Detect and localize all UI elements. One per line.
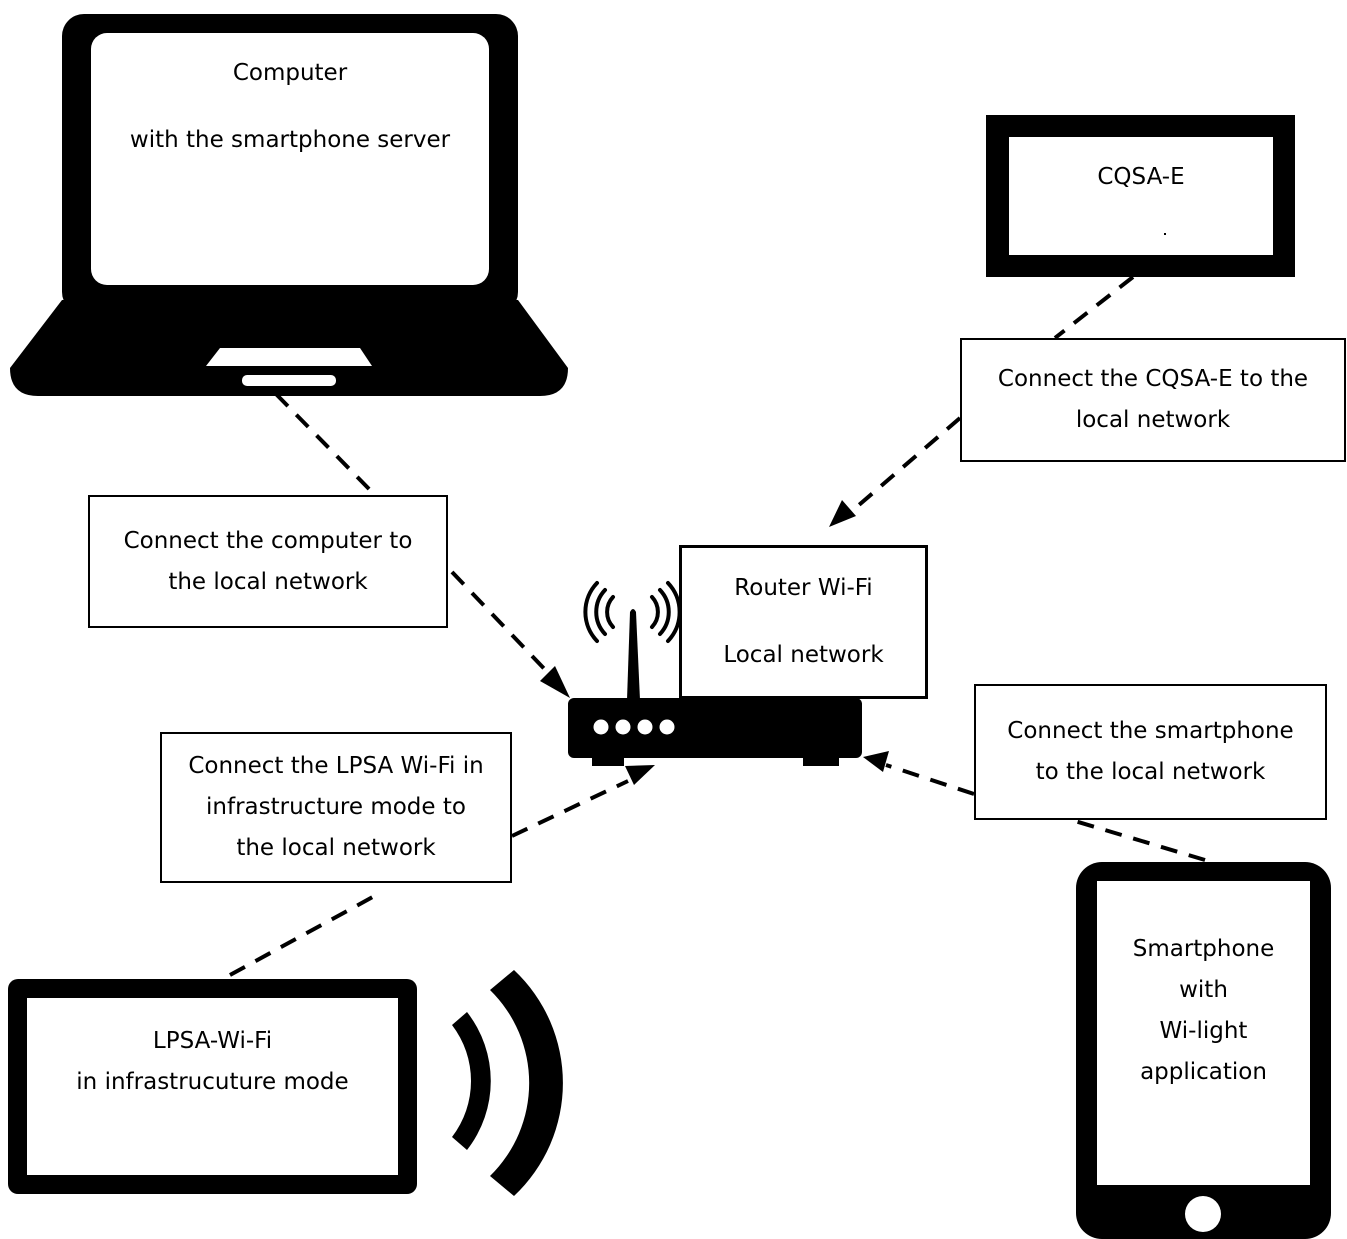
step-cqsa-line1: Connect the CQSA-E to the [997, 366, 1309, 392]
laptop-icon [10, 14, 568, 396]
lpsa-label-line1: LPSA-Wi-Fi [152, 1028, 273, 1054]
router-label-line2: Local network [723, 642, 884, 668]
connector-computer-router [450, 570, 555, 680]
step-smartphone-box: Connect the smartphone to the local netw… [974, 684, 1327, 820]
arrowhead-computer [540, 666, 570, 698]
step-cqsa-box: Connect the CQSA-E to the local network [960, 338, 1346, 462]
step-lpsa-line2: infrastructure mode to [206, 794, 466, 820]
router-icon [568, 581, 862, 766]
lpsa-label: LPSA-Wi-Fi in infrastrucuture mode [27, 1021, 398, 1103]
smartphone-label: Smartphone with Wi-light application [1097, 929, 1310, 1093]
wifi-waves-icon [452, 970, 563, 1196]
arrowhead-lpsa [625, 765, 655, 785]
step-computer-box: Connect the computer to the local networ… [88, 495, 448, 628]
arrowhead-smartphone [863, 751, 889, 772]
connector-smartphone-router [885, 763, 975, 796]
smartphone-icon [1076, 862, 1331, 1239]
connector-cqsa-router [850, 416, 962, 513]
smartphone-label-line3: Wi-light [1159, 1018, 1248, 1044]
router-label-box: Router Wi-Fi Local network [679, 545, 928, 699]
monitor-icon [986, 115, 1295, 277]
connector-lpsa-router [511, 779, 629, 838]
connector-cqsa [1053, 275, 1135, 340]
connector-lpsa [229, 891, 381, 977]
router-label-line1: Router Wi-Fi [734, 575, 873, 601]
step-smartphone-line2: to the local network [1035, 759, 1266, 785]
smartphone-label-line2: with [1179, 977, 1228, 1003]
connector-computer [274, 392, 374, 494]
computer-label-line2: with the smartphone server [129, 127, 451, 153]
step-lpsa-line3: the local network [236, 835, 436, 861]
step-computer-line1: Connect the computer to [123, 527, 413, 554]
smartphone-label-line1: Smartphone [1132, 936, 1275, 962]
computer-label: Computer with the smartphone server [91, 53, 489, 161]
step-smartphone-line1: Connect the smartphone [1007, 718, 1294, 744]
step-lpsa-box: Connect the LPSA Wi-Fi in infrastructure… [160, 732, 512, 883]
smartphone-label-line4: application [1140, 1059, 1267, 1085]
step-cqsa-line2: local network [1075, 407, 1231, 433]
cqsa-label: CQSA-E [1097, 164, 1185, 190]
computer-label-line1: Computer [232, 60, 348, 86]
arrowhead-cqsa [829, 500, 856, 527]
tablet-icon [8, 979, 417, 1194]
connector-smartphone [1074, 819, 1206, 862]
step-lpsa-line1: Connect the LPSA Wi-Fi in [188, 753, 484, 779]
step-computer-line2: the local network [168, 568, 368, 595]
lpsa-label-line2: in infrastrucuture mode [76, 1069, 349, 1095]
